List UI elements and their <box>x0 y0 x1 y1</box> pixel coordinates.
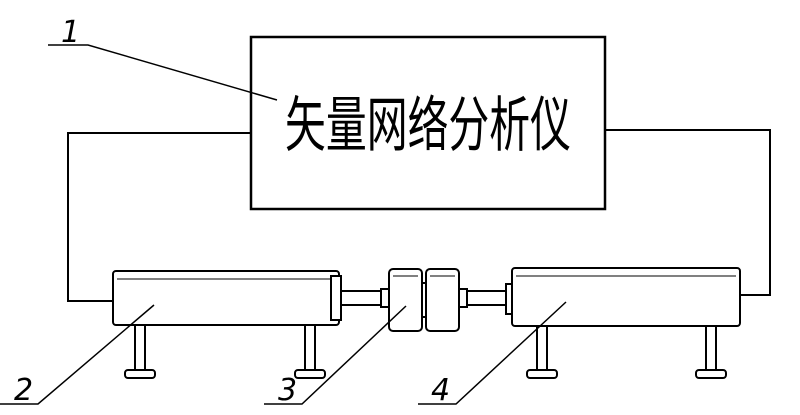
instrument: 矢量网络分析仪 <box>249 35 607 211</box>
leader-line-3 <box>264 305 407 405</box>
left-waveguide-foot-1 <box>124 369 156 379</box>
instrument-label: 矢量网络分析仪 <box>285 91 571 161</box>
cables <box>67 129 771 302</box>
callout-3: 3 <box>278 373 297 408</box>
callout-1: 1 <box>61 15 80 50</box>
left-waveguide <box>112 270 390 379</box>
instrument-box <box>249 35 607 211</box>
left-waveguide-leg-1 <box>134 324 146 372</box>
right-cable <box>605 129 771 296</box>
leader-line-4 <box>418 301 567 405</box>
callout-numbers: 1 2 3 4 <box>14 15 450 408</box>
right-waveguide-body <box>511 267 741 327</box>
right-waveguide-leg-2 <box>705 325 717 372</box>
left-waveguide-foot-2 <box>294 369 326 379</box>
coupler <box>388 268 460 332</box>
left-shaft-collar <box>380 288 390 308</box>
leader-line-2 <box>0 304 155 405</box>
coupler-right-half <box>425 268 460 332</box>
coupler-left-half <box>388 268 423 332</box>
leader-lines <box>0 44 567 405</box>
coupler-gap <box>421 282 427 318</box>
right-waveguide-foot-2 <box>695 369 727 379</box>
right-waveguide-leg-1 <box>536 325 548 372</box>
callout-4: 4 <box>431 373 450 408</box>
left-cable <box>67 132 251 302</box>
left-waveguide-leg-2 <box>304 324 316 372</box>
right-shaft-collar <box>458 288 468 308</box>
right-waveguide <box>458 267 741 379</box>
callout-2: 2 <box>14 373 33 408</box>
leader-line-1 <box>48 44 278 101</box>
right-waveguide-foot-1 <box>526 369 558 379</box>
left-waveguide-endcap <box>330 275 342 321</box>
